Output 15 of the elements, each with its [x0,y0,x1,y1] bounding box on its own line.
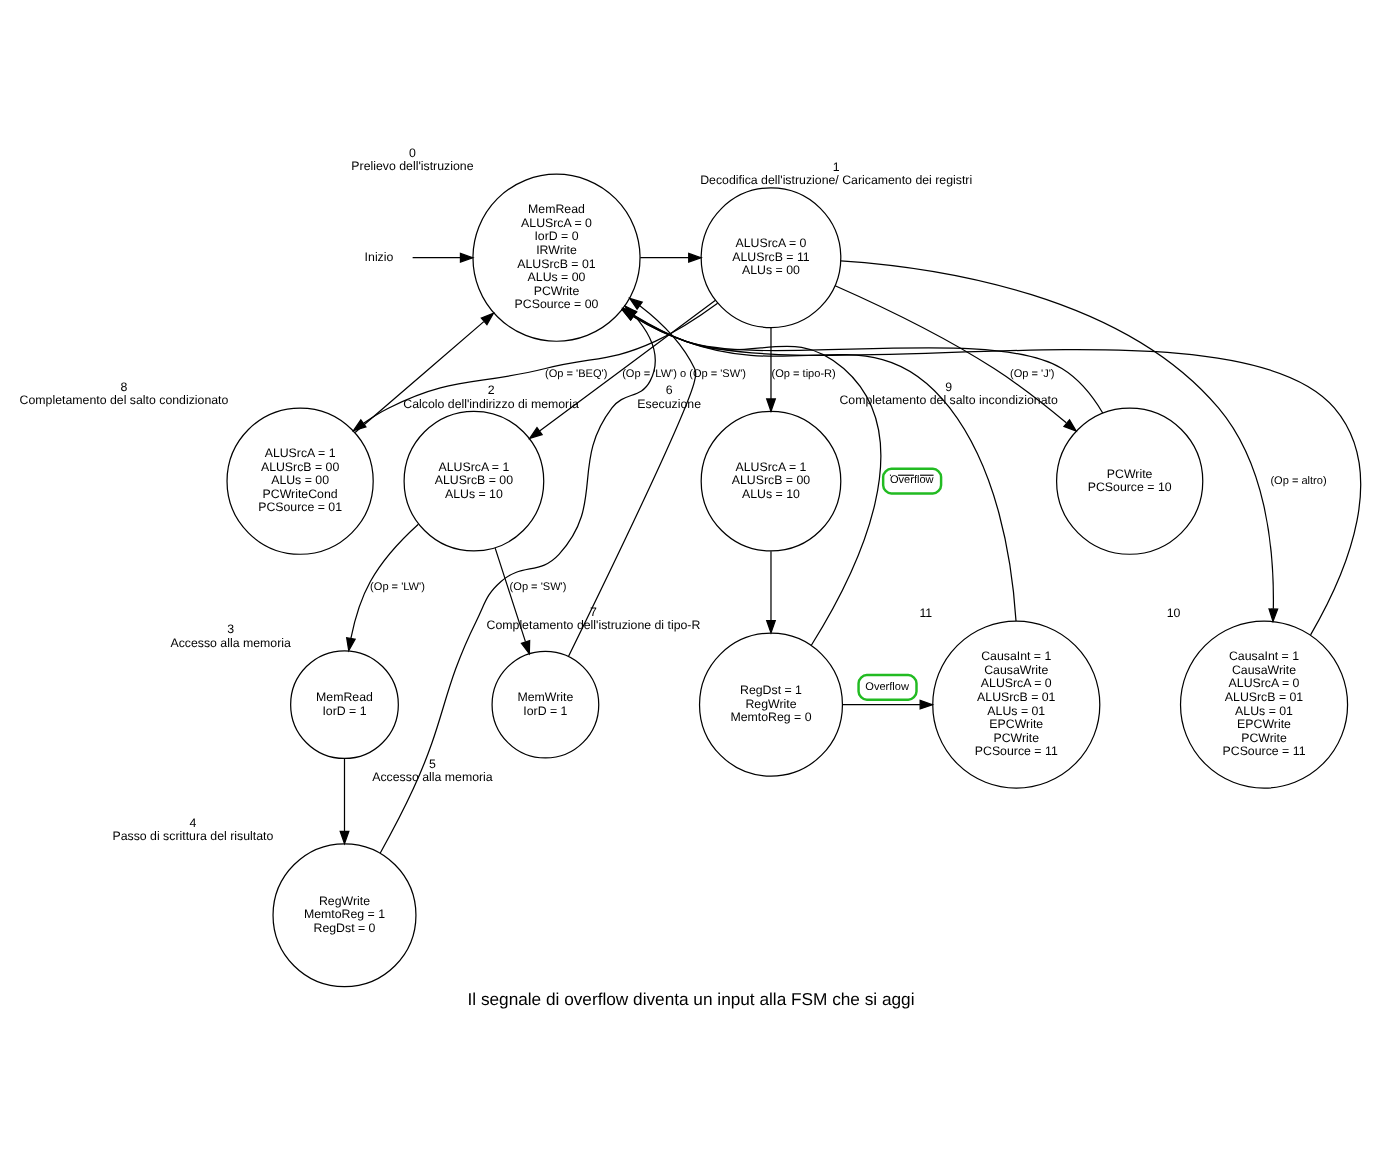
arrow [412,251,475,262]
arrow [494,546,531,655]
arrow [834,284,1078,432]
arrow [351,301,719,431]
arrow [567,296,697,657]
arrow [639,251,703,262]
arrow [765,549,777,634]
arrow [345,522,419,652]
arrow [354,311,495,433]
arrow [339,757,350,845]
arrow [528,298,717,439]
arrow [841,698,935,709]
caption: Il segnale di overflow diventa un input alla FSM che si aggi [467,988,915,1009]
arrow [765,326,777,413]
arrow [840,259,1279,623]
